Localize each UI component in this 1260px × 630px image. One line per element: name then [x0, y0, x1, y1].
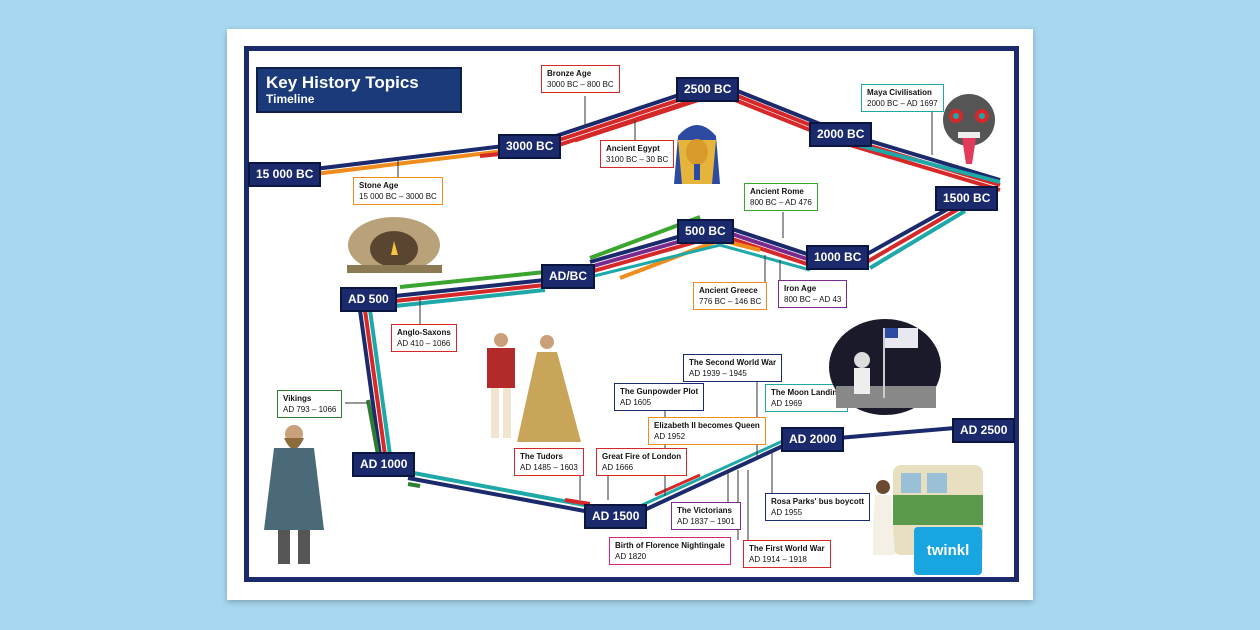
- date-ad500: AD 500: [340, 287, 397, 312]
- date-ad2000: AD 2000: [781, 427, 845, 452]
- timeline-segment-stone-age: [289, 142, 521, 179]
- date-2000bc: 2000 BC: [809, 122, 873, 147]
- maya-mask-illustration: [943, 94, 995, 164]
- viking-illustration: [264, 425, 324, 564]
- date-1500bc: 1500 BC: [935, 186, 999, 211]
- moon-landing-illustration: [829, 319, 941, 415]
- date-ad2500: AD 2500: [952, 418, 1016, 443]
- page-title: Key History Topics: [266, 73, 419, 92]
- twinkl-logo: twinkl: [914, 527, 982, 575]
- date-15000bc: 15 000 BC: [248, 162, 322, 187]
- timeline-segment-ad: [394, 270, 546, 308]
- pharaoh-mask-illustration: [674, 125, 720, 184]
- poster-frame: [244, 46, 1019, 582]
- date-2500bc: 2500 BC: [676, 77, 740, 102]
- date-1000bc: 1000 BC: [806, 245, 870, 270]
- tudors-illustration: [487, 333, 581, 442]
- date-3000bc: 3000 BC: [498, 134, 562, 159]
- timeline-segment-iron: [859, 203, 967, 270]
- cave-illustration: [347, 217, 442, 273]
- timeline-segment-early-medieval: [358, 309, 392, 456]
- date-500bc: 500 BC: [677, 219, 734, 244]
- title-box: Key History Topics Timeline: [256, 67, 462, 113]
- date-adbc: AD/BC: [541, 264, 595, 289]
- page-subtitle: Timeline: [266, 92, 315, 106]
- timeline-segment-bronze: [549, 86, 701, 150]
- date-ad1500: AD 1500: [584, 504, 648, 529]
- date-ad1000: AD 1000: [352, 452, 416, 477]
- timeline-segment-modern: [407, 426, 956, 514]
